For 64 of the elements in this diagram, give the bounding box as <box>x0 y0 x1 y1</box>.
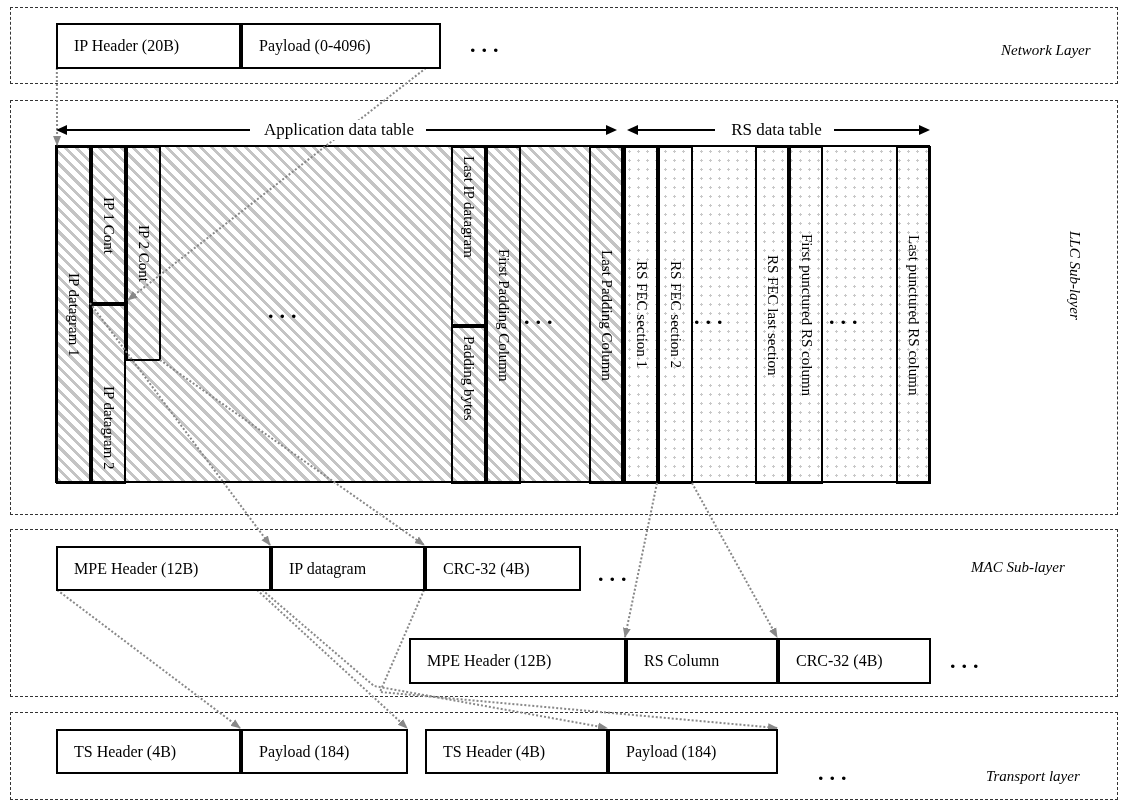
column-label: Last Padding Column <box>599 249 614 381</box>
field-box: Payload (0-4096) <box>241 23 441 69</box>
layer-band <box>10 712 1118 800</box>
layer-label: Network Layer <box>1001 41 1091 60</box>
mapping-arrow <box>127 67 427 301</box>
column-label: IP datagram 2 <box>101 386 116 470</box>
mapping-arrow <box>256 589 408 729</box>
ellipsis: ... <box>598 563 633 585</box>
table-column <box>451 326 486 484</box>
column-label: First punctured RS column <box>798 233 814 397</box>
table-column <box>91 146 126 304</box>
column-label: Last punctured RS column <box>906 234 921 396</box>
field-box: IP Header (20B) <box>56 23 241 69</box>
field-box: IP datagram <box>271 546 425 591</box>
layer-label: LLC Sub-layer <box>1065 231 1084 320</box>
field-box: TS Header (4B) <box>56 729 241 774</box>
ellipsis: ... <box>829 306 864 328</box>
table-column <box>91 304 126 484</box>
table-column <box>755 146 789 484</box>
field-box: CRC-32 (4B) <box>778 638 931 684</box>
field-box: RS Column <box>626 638 778 684</box>
column-label: RS FEC section 1 <box>633 261 649 369</box>
column-label: Padding bytes <box>461 336 476 421</box>
mapping-arrow <box>622 482 658 638</box>
field-box: Payload (184) <box>608 729 778 774</box>
mapping-arrow <box>691 482 778 638</box>
table-column <box>126 146 161 361</box>
table-column <box>896 146 931 484</box>
field-box: CRC-32 (4B) <box>425 546 581 591</box>
table-column <box>486 146 521 484</box>
layer-band <box>10 100 1118 515</box>
column-label: IP 1 Cont <box>101 196 116 254</box>
ellipsis: ... <box>950 650 985 672</box>
layer-label: Transport layer <box>986 767 1080 786</box>
column-label: RS FEC section 2 <box>668 261 683 369</box>
column-label: First Padding Column <box>496 248 511 382</box>
table-column <box>789 146 823 484</box>
mapping-arrow <box>56 589 241 729</box>
ellipsis: ... <box>694 306 729 328</box>
mapping-arrow <box>159 359 425 546</box>
mapping-arrow <box>378 589 778 732</box>
field-box: TS Header (4B) <box>425 729 608 774</box>
table-column <box>589 146 624 484</box>
table-column <box>658 146 693 484</box>
ellipsis: ... <box>470 34 505 56</box>
layer-label: MAC Sub-layer <box>971 558 1065 577</box>
column-label: RS FEC last section <box>764 254 780 376</box>
ellipsis: ... <box>268 300 303 322</box>
table-column <box>451 146 486 326</box>
ellipsis: ... <box>524 306 559 328</box>
column-label: IP 2 Cont <box>136 225 151 282</box>
mapping-arrow <box>261 589 608 731</box>
field-box: Payload (184) <box>241 729 408 774</box>
mapping-arrow <box>89 302 271 546</box>
field-box: MPE Header (12B) <box>409 638 626 684</box>
table-column <box>624 146 658 484</box>
table-column <box>56 146 91 484</box>
layer-band <box>10 7 1118 84</box>
column-label: IP datagram 1 <box>66 273 81 357</box>
field-box: MPE Header (12B) <box>56 546 271 591</box>
mapping-arrow <box>53 67 62 146</box>
ellipsis: ... <box>818 762 853 784</box>
column-label: Last IP datagram <box>461 156 476 258</box>
layer-band <box>10 529 1118 697</box>
